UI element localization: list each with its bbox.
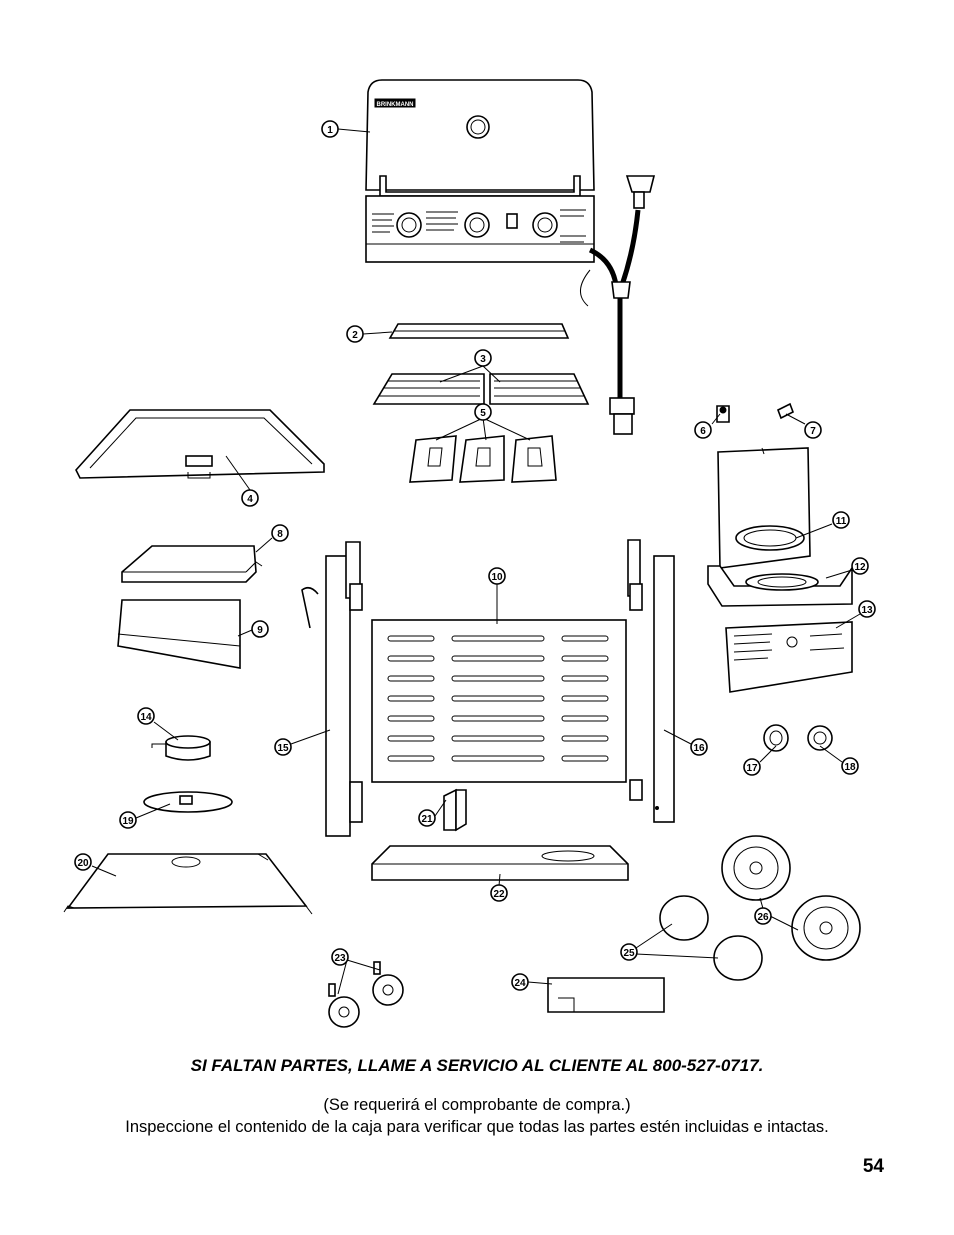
part-side-burner bbox=[707, 447, 853, 693]
part-tank-platform bbox=[371, 845, 629, 881]
callout-6: 6 bbox=[694, 421, 712, 439]
part-heat-plates bbox=[409, 435, 557, 483]
receipt-note: (Se requerirá el comprobante de compra.) bbox=[323, 1096, 631, 1114]
part-right-leg bbox=[627, 539, 675, 823]
svg-text:16: 16 bbox=[693, 743, 705, 754]
svg-text:24: 24 bbox=[514, 978, 526, 989]
callout-21: 21 bbox=[418, 809, 436, 827]
svg-text:13: 13 bbox=[861, 605, 873, 616]
svg-text:23: 23 bbox=[334, 953, 346, 964]
leader-lines bbox=[91, 128, 861, 995]
callout-13: 13 bbox=[858, 600, 876, 618]
parts-diagram: BRINKMANN bbox=[63, 79, 876, 1028]
callout-7: 7 bbox=[804, 421, 822, 439]
part-side-shelf-top bbox=[121, 545, 263, 583]
callout-3: 3 bbox=[474, 349, 492, 367]
svg-text:18: 18 bbox=[844, 762, 856, 773]
part-back-panel bbox=[371, 619, 627, 783]
svg-text:14: 14 bbox=[140, 712, 152, 723]
part-bracket bbox=[443, 788, 467, 832]
callout-8: 8 bbox=[271, 524, 289, 542]
callout-14: 14 bbox=[137, 707, 155, 725]
callout-16: 16 bbox=[690, 738, 708, 756]
part-knobs bbox=[763, 724, 833, 752]
svg-text:3: 3 bbox=[480, 354, 486, 365]
callouts: 1 2 3 4 5 6 7 8 9 10 11 12 13 14 15 16 1… bbox=[74, 120, 876, 991]
part-cup-holder bbox=[143, 791, 233, 813]
svg-text:2: 2 bbox=[352, 330, 358, 341]
svg-text:7: 7 bbox=[810, 426, 816, 437]
missing-parts-warning: SI FALTAN PARTES, LLAME A SERVICIO AL CL… bbox=[190, 1056, 764, 1075]
svg-text:22: 22 bbox=[493, 889, 505, 900]
svg-text:11: 11 bbox=[836, 516, 847, 527]
svg-text:19: 19 bbox=[122, 816, 134, 827]
part-bottom-shelf bbox=[63, 853, 313, 915]
svg-text:20: 20 bbox=[77, 858, 89, 869]
callout-15: 15 bbox=[274, 738, 292, 756]
svg-text:12: 12 bbox=[854, 562, 866, 573]
part-casters bbox=[328, 961, 404, 1028]
part-left-leg bbox=[325, 541, 363, 837]
svg-text:25: 25 bbox=[623, 948, 635, 959]
callout-23: 23 bbox=[331, 948, 349, 966]
callout-9: 9 bbox=[251, 620, 269, 638]
svg-text:5: 5 bbox=[480, 408, 486, 419]
part-grill-head: BRINKMANN bbox=[365, 79, 595, 263]
callout-2: 2 bbox=[346, 325, 364, 343]
callout-11: 11 bbox=[832, 511, 850, 529]
svg-text:26: 26 bbox=[757, 912, 769, 923]
svg-text:1: 1 bbox=[327, 125, 333, 136]
callout-10: 10 bbox=[488, 567, 506, 585]
callout-1: 1 bbox=[321, 120, 339, 138]
callout-19: 19 bbox=[119, 811, 137, 829]
callout-18: 18 bbox=[841, 757, 859, 775]
svg-text:6: 6 bbox=[700, 426, 706, 437]
part-warming-rack bbox=[388, 323, 570, 339]
part-caps bbox=[659, 895, 763, 981]
callout-25: 25 bbox=[620, 943, 638, 961]
part-side-shelf-panel bbox=[117, 599, 241, 669]
callout-5: 5 bbox=[474, 403, 492, 421]
callout-26: 26 bbox=[754, 907, 772, 925]
part-wheels bbox=[721, 835, 861, 961]
svg-text:10: 10 bbox=[491, 572, 503, 583]
callout-12: 12 bbox=[851, 557, 869, 575]
part-grease-cup bbox=[151, 735, 211, 761]
part-grease-tray bbox=[75, 409, 325, 479]
svg-text:9: 9 bbox=[257, 625, 263, 636]
svg-text:15: 15 bbox=[277, 743, 289, 754]
svg-text:17: 17 bbox=[746, 763, 758, 774]
page-number: 54 bbox=[862, 1156, 884, 1177]
callout-22: 22 bbox=[490, 884, 508, 902]
part-gas-hose bbox=[580, 175, 656, 435]
callout-17: 17 bbox=[743, 758, 761, 776]
part-hook bbox=[301, 586, 319, 629]
svg-text:21: 21 bbox=[421, 814, 433, 825]
part-tank-bracket bbox=[547, 977, 665, 1013]
svg-text:8: 8 bbox=[277, 529, 283, 540]
part-cooking-grates bbox=[372, 373, 590, 405]
brand-label: BRINKMANN bbox=[377, 102, 414, 108]
part-fittings bbox=[716, 402, 795, 423]
callout-20: 20 bbox=[74, 853, 92, 871]
inspect-note: Inspeccione el contenido de la caja para… bbox=[125, 1118, 829, 1136]
callout-4: 4 bbox=[241, 489, 259, 507]
callout-24: 24 bbox=[511, 973, 529, 991]
svg-text:4: 4 bbox=[247, 494, 253, 505]
